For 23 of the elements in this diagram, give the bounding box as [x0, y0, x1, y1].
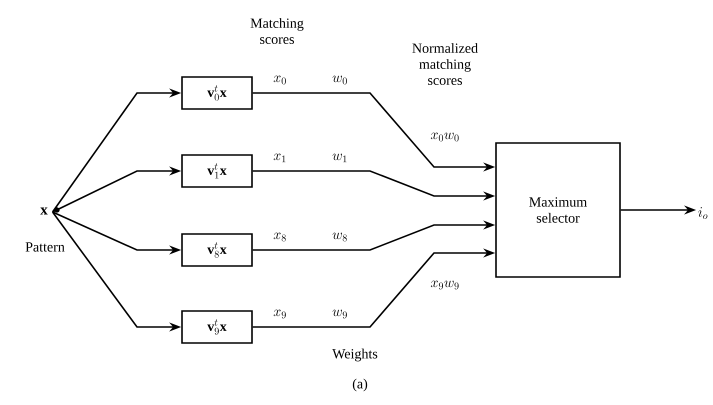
signal-label: $w_0$	[332, 76, 347, 84]
process-box: $\mathbf{v}_1^t\mathbf{x}$	[181, 154, 253, 188]
node-label: x	[40, 208, 48, 214]
signal-label: $x_9$	[274, 310, 286, 318]
selector-box: Maximum selector	[495, 142, 621, 278]
node-caption: Pattern	[26, 242, 65, 252]
signal-label: $w_8$	[332, 232, 347, 242]
signal-label: $x_8$	[274, 232, 286, 242]
figure-caption: (a)	[352, 378, 368, 392]
signal-label: $x_1$	[274, 154, 286, 162]
signal-label: $x_0$	[274, 76, 286, 84]
heading-label: Matching scores	[250, 18, 304, 44]
axis-caption: Weights	[332, 348, 378, 362]
signal-label: $w_9$	[332, 310, 347, 318]
process-box: $\mathbf{v}_0^t\mathbf{x}$	[181, 76, 253, 110]
heading-label: Normalized matching scores	[412, 43, 478, 85]
signal-label: $x_0w_0$	[430, 132, 459, 142]
input-node: x	[40, 207, 60, 214]
signal-label: $w_1$	[332, 154, 346, 162]
process-box: $\mathbf{v}_9^t\mathbf{x}$	[181, 310, 253, 344]
process-box: $\mathbf{v}_8^t\mathbf{x}$	[181, 233, 253, 267]
signal-label: $x_9w_9$	[430, 280, 459, 290]
output-label: $i_o$	[698, 207, 708, 219]
